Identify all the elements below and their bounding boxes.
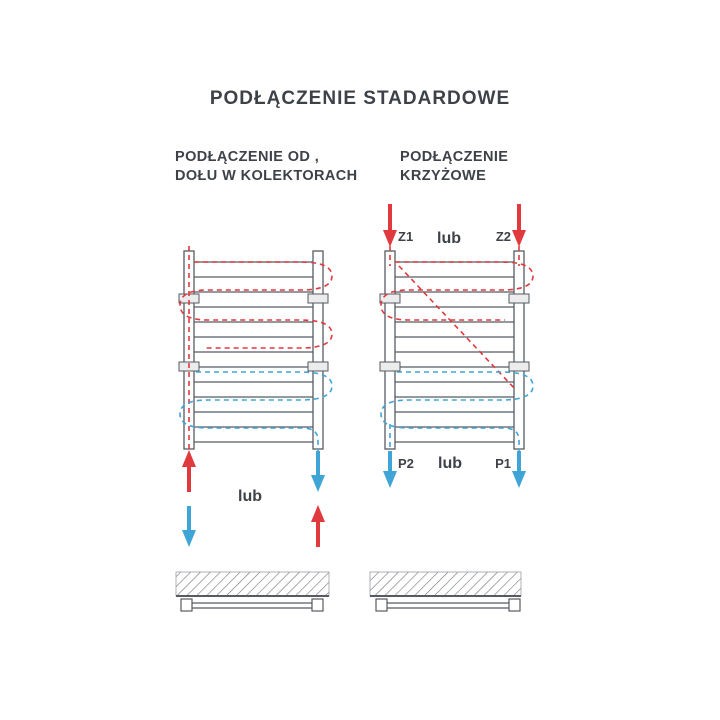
right-return-arrow-p1	[512, 451, 526, 488]
left-cold-flow-serpentine	[179, 371, 333, 452]
right-radiator	[379, 246, 534, 452]
left-return-arrow-down	[311, 451, 325, 492]
left-floor-foot-left	[180, 598, 193, 612]
left-radiator-rungs	[194, 261, 313, 443]
left-diagram-label-line1: PODŁĄCZENIE OD ,	[175, 149, 320, 165]
port-label-z1: Z1	[398, 229, 413, 244]
port-label-z2: Z2	[496, 229, 511, 244]
right-radiator-left-collector	[384, 250, 396, 450]
right-return-arrow-p2	[383, 451, 397, 488]
right-cold-flow-serpentine	[380, 371, 534, 452]
right-supply-arrow-z2	[512, 204, 526, 247]
left-diagram-label: PODŁĄCZENIE OD , DOŁU W KOLEKTORACH	[175, 148, 358, 186]
right-radiator-rungs	[395, 261, 514, 443]
left-floor-foot-right	[311, 598, 324, 612]
right-diagram-label-line1: PODŁĄCZENIE	[400, 149, 509, 165]
left-floor-section	[175, 571, 330, 612]
right-cross-flow-diagonal	[398, 265, 517, 391]
right-diagram-label-line2: KRZYŻOWE	[400, 168, 487, 184]
left-supply-arrow-up	[182, 450, 196, 492]
right-floor-hatch	[369, 571, 522, 597]
left-floor-hatch	[175, 571, 330, 597]
right-hot-flow-serpentine	[380, 261, 534, 321]
right-bottom-or-label: lub	[438, 455, 462, 472]
right-floor-section	[369, 571, 522, 612]
port-label-p1: P1	[495, 456, 511, 471]
left-radiator-wall-brackets	[178, 293, 329, 372]
left-radiator-right-collector	[312, 250, 324, 450]
right-diagram-label: PODŁĄCZENIE KRZYŻOWE	[400, 148, 508, 186]
port-label-p2: P2	[398, 456, 414, 471]
right-floor-foot-left	[375, 598, 388, 612]
page-title: PODŁĄCZENIE STADARDOWE	[209, 88, 511, 109]
right-radiator-right-collector	[513, 250, 525, 450]
right-floor-foot-right	[508, 598, 521, 612]
right-supply-arrow-z1	[383, 204, 397, 247]
left-alt-return-arrow-down	[182, 506, 196, 547]
left-diagram-label-line2: DOŁU W KOLEKTORACH	[175, 168, 358, 184]
left-hot-flow-serpentine	[179, 261, 333, 349]
left-radiator	[178, 246, 333, 452]
left-or-label: lub	[238, 488, 262, 505]
right-radiator-wall-brackets	[379, 293, 530, 372]
left-alt-supply-arrow-up	[311, 505, 325, 547]
right-top-or-label: lub	[437, 230, 461, 247]
